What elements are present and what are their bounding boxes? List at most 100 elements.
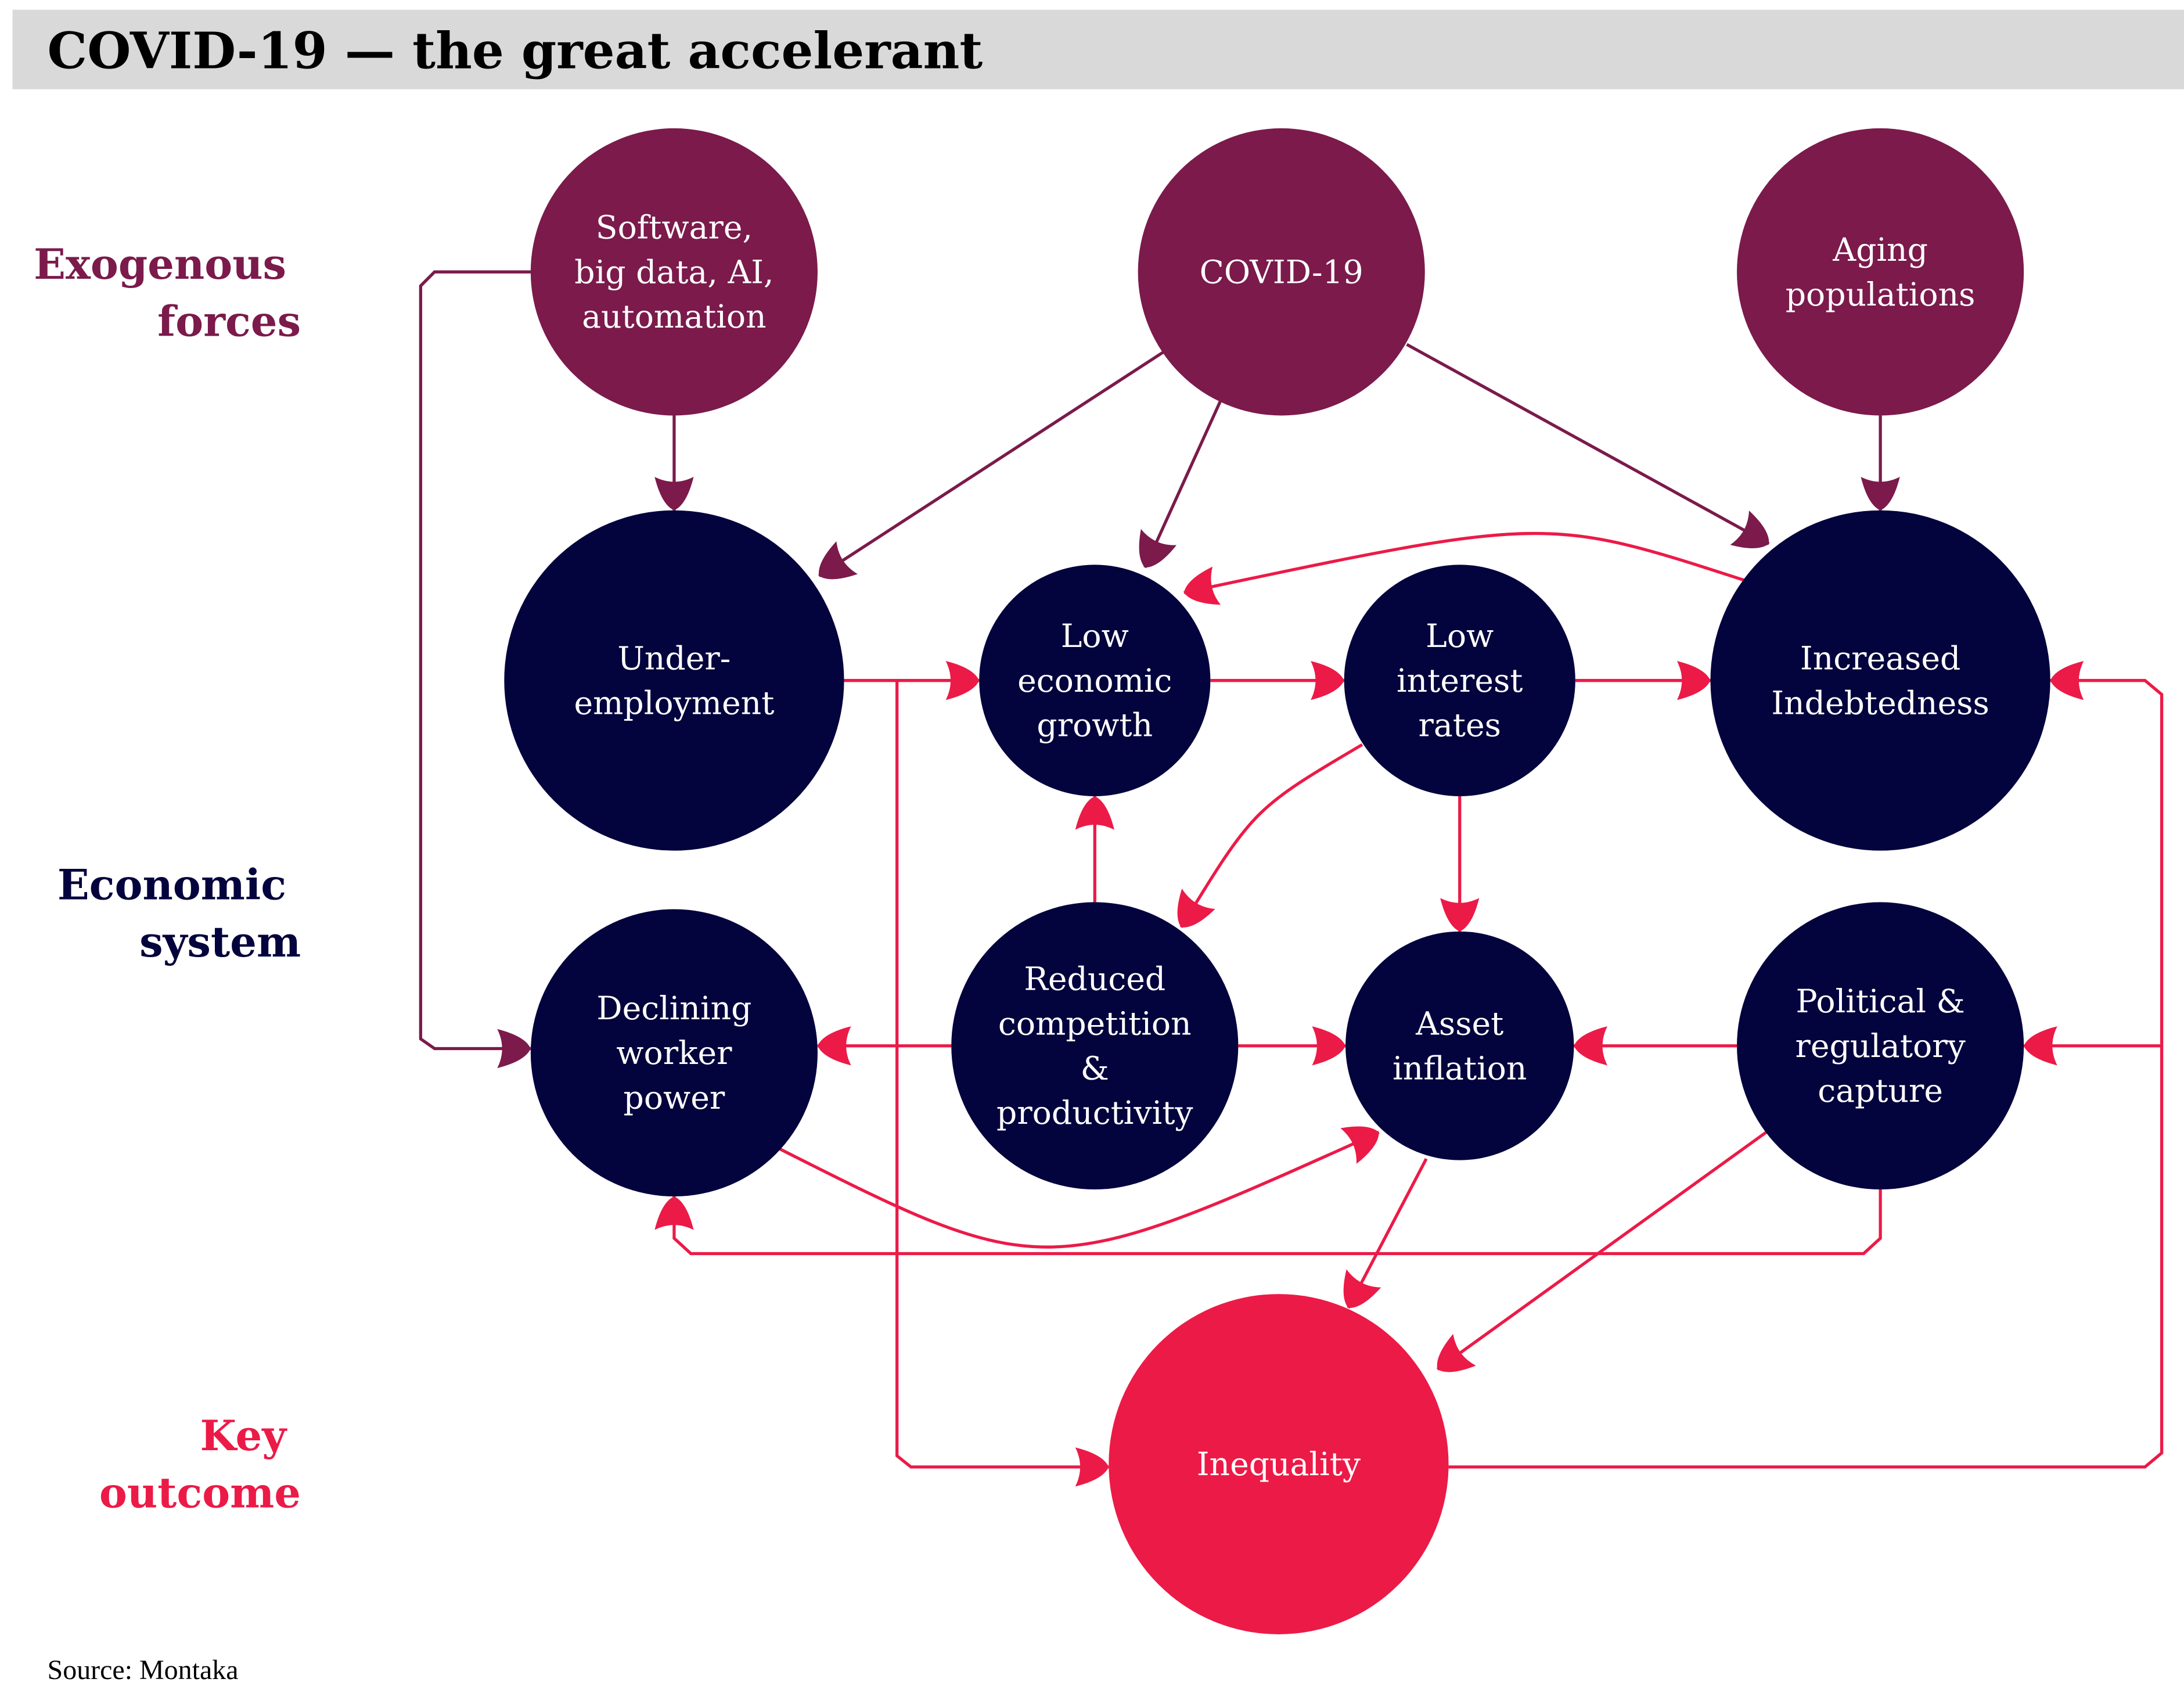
edge-political-capture-to-declining-power [672, 1189, 1882, 1256]
edge-covid-to-indebtedness [1406, 343, 1770, 545]
node-label-line: employment [574, 685, 774, 722]
arrowhead-icon [1139, 529, 1177, 568]
row-label-line: Economic [57, 860, 286, 909]
node-label-line: growth [1037, 707, 1153, 745]
arrowhead-icon [1437, 1333, 1476, 1372]
node-label: Reduced competition & productivity [996, 961, 1193, 1133]
edge-covid-to-low-growth [1143, 401, 1222, 569]
arrowhead-icon [2024, 1026, 2057, 1066]
node-label-line: rates [1419, 707, 1501, 745]
node-label-line: COVID-19 [1200, 254, 1363, 291]
arrowhead-icon [1861, 477, 1900, 511]
arrowhead-icon [1075, 796, 1114, 830]
row-label-outcome: Key outcome [99, 1411, 301, 1517]
page-title: COVID-19 — the great accelerant [48, 22, 983, 81]
arrowhead-icon [654, 477, 694, 511]
node-low-rates: Low interest rates [1344, 565, 1575, 796]
node-circle [1345, 931, 1574, 1160]
node-declining-power: Declining worker power [530, 909, 818, 1197]
arrowhead-icon [945, 661, 980, 700]
nodes: Software, big data, AI, automation COVID-19… [504, 128, 2050, 1634]
arrowhead-icon [497, 1029, 531, 1069]
row-labels: Exogenous forces Economic system Key out… [34, 239, 301, 1517]
node-circle [504, 510, 844, 851]
node-label: Software, big data, AI, automation [574, 210, 773, 336]
node-circle [1737, 902, 2024, 1190]
node-circle [1138, 128, 1425, 416]
arrowhead-icon [654, 1196, 694, 1230]
row-label-exogenous: Exogenous forces [34, 239, 301, 346]
row-label-line: system [139, 917, 301, 966]
node-label: Political & regulatory capture [1795, 983, 1966, 1110]
node-label-line: Indebtedness [1771, 685, 1989, 722]
node-label-line: Political & [1796, 983, 1964, 1020]
node-label-line: capture [1818, 1073, 1943, 1110]
arrowhead-icon [1440, 898, 1480, 932]
node-covid: COVID-19 [1138, 128, 1425, 416]
edge-indebtedness-to-low-growth [1183, 531, 1744, 595]
node-label-line: Increased [1800, 640, 1960, 677]
arrowheads [497, 477, 2084, 1487]
node-label-line: & [1081, 1050, 1109, 1087]
edge-political-capture-to-inequality [1436, 1131, 1767, 1371]
node-label-line: power [624, 1080, 725, 1117]
node-circle [1344, 565, 1575, 796]
node-reduced-competition: Reduced competition & productivity [951, 902, 1239, 1190]
arrowhead-icon [2050, 661, 2084, 700]
arrowhead-icon [1676, 661, 1711, 700]
node-circle [530, 128, 818, 416]
row-label-line: outcome [99, 1468, 301, 1517]
row-label-line: Exogenous [34, 239, 286, 289]
arrowhead-icon [1343, 1269, 1381, 1308]
node-label-line: Software, [596, 210, 753, 247]
node-label-line: Aging [1832, 232, 1928, 269]
node-label-line: competition [998, 1006, 1192, 1043]
node-label: Inequality [1197, 1446, 1361, 1483]
node-software: Software, big data, AI, automation [530, 128, 818, 416]
arrowhead-icon [1730, 511, 1769, 548]
node-label-line: regulatory [1795, 1028, 1966, 1065]
node-label: Low economic growth [1017, 618, 1172, 745]
node-label-line: populations [1786, 276, 1976, 314]
arrowhead-icon [1311, 661, 1344, 700]
node-circle [951, 902, 1239, 1190]
node-label-line: automation [582, 299, 767, 336]
arrowhead-icon [1177, 888, 1215, 928]
node-label-line: interest [1397, 663, 1523, 700]
node-label-line: productivity [996, 1095, 1193, 1132]
node-political-capture: Political & regulatory capture [1737, 902, 2024, 1190]
row-label-economic: Economic system [57, 860, 301, 966]
node-label-line: Low [1426, 618, 1494, 655]
arrowhead-icon [1574, 1026, 1607, 1066]
arrowhead-icon [1340, 1126, 1379, 1164]
node-label-line: worker [616, 1035, 732, 1072]
node-aging: Aging populations [1737, 128, 2024, 416]
node-label-line: inflation [1393, 1050, 1527, 1087]
node-label-line: Asset [1415, 1006, 1503, 1043]
edge-declining-power-to-asset-inflation [773, 1131, 1380, 1249]
node-label: Low interest rates [1397, 618, 1523, 745]
node-label: Declining worker power [596, 990, 751, 1117]
arrowhead-icon [817, 1026, 851, 1066]
edge-underemployment-to-inequality [895, 680, 1109, 1469]
node-label-line: big data, AI, [574, 254, 773, 291]
node-low-growth: Low economic growth [979, 565, 1211, 796]
node-label: Under-employment [574, 640, 774, 722]
edge-software-to-declining-power [419, 270, 532, 1051]
edge-covid-to-underemployment [818, 350, 1165, 577]
title-bar [12, 9, 2184, 89]
row-label-line: Key [200, 1411, 288, 1460]
node-label: Aging populations [1786, 232, 1976, 314]
arrowhead-icon [1075, 1447, 1109, 1487]
node-label-line: Low [1061, 618, 1129, 655]
arrowhead-icon [1312, 1026, 1346, 1066]
node-label-line: economic [1017, 663, 1172, 700]
node-circle [979, 565, 1211, 796]
node-label-line: Reduced [1024, 961, 1165, 998]
edge-low-rates-to-reduced-competition [1179, 743, 1363, 929]
arrowhead-icon [819, 541, 858, 580]
edges [419, 270, 2164, 1469]
node-label-line: Declining [596, 990, 751, 1027]
node-inequality: Inequality [1109, 1294, 1449, 1634]
